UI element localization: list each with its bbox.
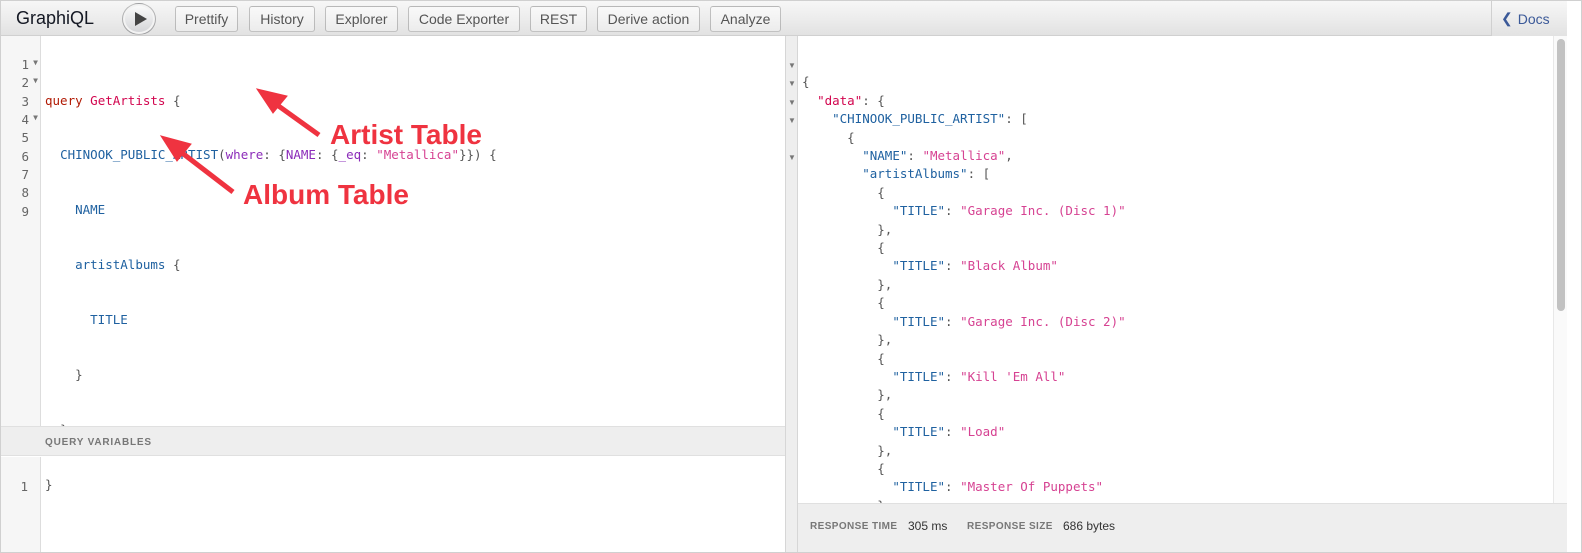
prettify-button[interactable]: Prettify bbox=[175, 6, 238, 32]
history-button[interactable]: History bbox=[249, 6, 315, 32]
code-line: } bbox=[45, 476, 53, 492]
code-line: } bbox=[75, 367, 83, 383]
line-number: 8 bbox=[21, 185, 29, 200]
result-scrollbar[interactable] bbox=[1553, 36, 1567, 503]
variables-gutter: 1 bbox=[1, 457, 41, 552]
line-number: 2 bbox=[21, 75, 29, 90]
line-number: 9 bbox=[21, 204, 29, 219]
line-number: 7 bbox=[21, 167, 29, 182]
variables-editor[interactable] bbox=[42, 457, 785, 552]
chevron-left-icon: ❮ bbox=[1501, 10, 1513, 26]
response-time-label: RESPONSE TIME bbox=[810, 521, 898, 532]
fold-arrow-icon[interactable]: ▼ bbox=[33, 76, 38, 85]
query-variables-title: QUERY VARIABLES bbox=[45, 437, 152, 448]
album-table-annotation: Album Table bbox=[243, 179, 409, 210]
code-line: query GetArtists { bbox=[45, 92, 181, 108]
line-number: 1 bbox=[21, 57, 29, 72]
play-icon bbox=[134, 12, 147, 26]
fold-arrow-icon[interactable]: ▼ bbox=[788, 79, 796, 88]
response-size-label: RESPONSE SIZE bbox=[967, 521, 1053, 532]
fold-arrow-icon[interactable]: ▼ bbox=[788, 61, 796, 70]
docs-button[interactable]: ❮ Docs bbox=[1491, 1, 1567, 36]
query-editor-gutter: 1 ▼ 2 ▼ 3 4 ▼ 5 6 7 8 9 bbox=[1, 36, 41, 426]
query-variables-bar[interactable]: QUERY VARIABLES bbox=[1, 426, 785, 456]
explorer-button[interactable]: Explorer bbox=[325, 6, 398, 32]
docs-label: Docs bbox=[1517, 10, 1550, 27]
line-number: 3 bbox=[21, 94, 29, 109]
artist-table-annotation: Artist Table bbox=[330, 119, 482, 150]
fold-arrow-icon[interactable]: ▼ bbox=[33, 58, 38, 67]
code-line: NAME bbox=[75, 202, 106, 218]
code-line: TITLE bbox=[90, 312, 128, 328]
toolbar: GraphiQL Prettify History Explorer Code … bbox=[1, 1, 1567, 36]
code-line: artistAlbums { bbox=[75, 257, 181, 273]
result-viewer: { "data": { "CHINOOK_PUBLIC_ARTIST": [ {… bbox=[802, 74, 1126, 531]
line-number: 4 bbox=[21, 112, 29, 127]
response-time-value: 305 ms bbox=[908, 519, 948, 533]
response-size-value: 686 bytes bbox=[1063, 519, 1116, 533]
fold-arrow-icon[interactable]: ▼ bbox=[788, 153, 796, 162]
code-exporter-button[interactable]: Code Exporter bbox=[408, 6, 520, 32]
execute-query-button[interactable] bbox=[122, 3, 156, 35]
response-footer: RESPONSE TIME 305 ms RESPONSE SIZE 686 b… bbox=[798, 503, 1567, 552]
derive-action-button[interactable]: Derive action bbox=[597, 6, 700, 32]
app-title: GraphiQL bbox=[16, 8, 95, 28]
analyze-button[interactable]: Analyze bbox=[710, 6, 781, 32]
fold-arrow-icon[interactable]: ▼ bbox=[788, 116, 796, 125]
fold-arrow-icon[interactable]: ▼ bbox=[788, 98, 796, 107]
fold-arrow-icon[interactable]: ▼ bbox=[33, 113, 38, 122]
line-number: 5 bbox=[21, 130, 29, 145]
panel-divider[interactable] bbox=[785, 36, 798, 552]
line-number: 1 bbox=[20, 479, 28, 494]
line-number: 6 bbox=[21, 149, 29, 164]
scrollbar-thumb[interactable] bbox=[1557, 39, 1565, 311]
rest-button[interactable]: REST bbox=[530, 6, 587, 32]
